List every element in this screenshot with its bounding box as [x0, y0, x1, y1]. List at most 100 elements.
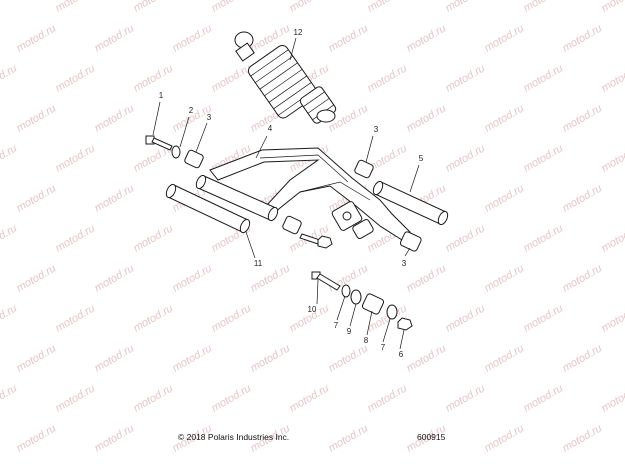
callout-6: 6	[399, 350, 404, 359]
watermark-text: motod.ru	[210, 302, 254, 334]
watermark-layer: motod.ru motod.ru motod.ru motod.ru motod.ru…	[0, 0, 625, 455]
watermark-text: motod.ru	[0, 62, 19, 94]
watermark-text: motod.ru	[15, 102, 59, 134]
watermark-text: motod.ru	[561, 422, 605, 454]
callout-9: 9	[347, 327, 352, 336]
watermark-text: motod.ru	[600, 62, 625, 94]
watermark-text: motod.ru	[600, 0, 625, 15]
watermark-text: motod.ru	[132, 62, 176, 94]
bolt-10	[311, 271, 341, 291]
watermark-text: motod.ru	[444, 62, 488, 94]
watermark-text: motod.ru	[561, 102, 605, 134]
washer-9	[350, 289, 362, 305]
watermark-text: motod.ru	[93, 22, 137, 54]
watermark-text: motod.ru	[444, 382, 488, 414]
watermark-text: motod.ru	[93, 422, 137, 454]
watermark-text: motod.ru	[483, 262, 527, 294]
watermark-text: motod.ru	[405, 22, 449, 54]
watermark-text: motod.ru	[93, 342, 137, 374]
watermark-text: motod.ru	[522, 222, 566, 254]
callout-7-left: 7	[334, 321, 339, 330]
watermark-text: motod.ru	[522, 62, 566, 94]
washer-7-left	[341, 284, 351, 298]
watermark-text: motod.ru	[93, 102, 137, 134]
watermark-text: motod.ru	[444, 302, 488, 334]
watermark-text: motod.ru	[15, 342, 59, 374]
watermark-text: motod.ru	[483, 182, 527, 214]
callout-labels: 1 2 3 4 3 5 11 12 10 7 9 8 7 6 3	[159, 28, 424, 359]
watermark-text: motod.ru	[288, 0, 332, 15]
callout-4: 4	[268, 124, 273, 133]
callout-11: 11	[254, 259, 263, 268]
watermark-text: motod.ru	[54, 382, 98, 414]
watermark-text: motod.ru	[444, 222, 488, 254]
watermark-text: motod.ru	[0, 0, 19, 15]
callout-2: 2	[189, 106, 194, 115]
washer-7-right	[386, 304, 398, 320]
spacer-8	[361, 293, 385, 315]
watermark-text: motod.ru	[15, 182, 59, 214]
watermark-text: motod.ru	[0, 382, 19, 414]
watermark-text: motod.ru	[15, 262, 59, 294]
callout-5: 5	[419, 154, 424, 163]
watermark-text: motod.ru	[93, 182, 137, 214]
watermark-text: motod.ru	[327, 342, 371, 374]
callout-3-upper-right: 3	[374, 125, 379, 134]
callout-12: 12	[294, 28, 303, 37]
watermark-text: motod.ru	[15, 22, 59, 54]
watermark-text: motod.ru	[483, 102, 527, 134]
watermark-text: motod.ru	[93, 262, 137, 294]
watermark-text: motod.ru	[483, 342, 527, 374]
watermark-text: motod.ru	[171, 262, 215, 294]
shaft-5	[372, 180, 449, 226]
bushing-3-lower-right	[399, 231, 422, 252]
watermark-text: motod.ru	[561, 22, 605, 54]
swing-arm	[209, 147, 411, 241]
watermark-text: motod.ru	[483, 22, 527, 54]
watermark-text: motod.ru	[0, 142, 19, 174]
watermark-text: motod.ru	[171, 342, 215, 374]
watermark-text: motod.ru	[600, 302, 625, 334]
watermark-text: motod.ru	[444, 142, 488, 174]
watermark-text: motod.ru	[0, 222, 19, 254]
watermark-text: motod.ru	[600, 382, 625, 414]
watermark-text: motod.ru	[366, 382, 410, 414]
callout-8: 8	[364, 336, 369, 345]
watermark-text: motod.ru	[405, 342, 449, 374]
watermark-text: motod.ru	[327, 22, 371, 54]
watermark-text: motod.ru	[522, 0, 566, 15]
watermark-text: motod.ru	[444, 0, 488, 15]
diagram-id: 600915	[417, 432, 446, 442]
watermark-text: motod.ru	[561, 182, 605, 214]
watermark-text: motod.ru	[171, 22, 215, 54]
callout-7-right: 7	[381, 343, 386, 352]
callout-1: 1	[159, 91, 164, 100]
watermark-text: motod.ru	[54, 222, 98, 254]
watermark-text: motod.ru	[522, 382, 566, 414]
center-bolt	[299, 233, 333, 249]
bushing-3-upper-right	[354, 159, 374, 179]
watermark-text: motod.ru	[561, 262, 605, 294]
watermark-text: motod.ru	[54, 142, 98, 174]
watermark-text: motod.ru	[405, 102, 449, 134]
watermark-text: motod.ru	[288, 382, 332, 414]
shaft-11	[165, 183, 251, 234]
watermark-text: motod.ru	[600, 142, 625, 174]
nut-6	[397, 317, 413, 331]
watermark-text: motod.ru	[132, 0, 176, 15]
watermark-text: motod.ru	[327, 422, 371, 454]
watermark-text: motod.ru	[405, 262, 449, 294]
callout-3-lower-right: 3	[402, 259, 407, 268]
watermark-text: motod.ru	[210, 0, 254, 15]
watermark-text: motod.ru	[54, 302, 98, 334]
watermark-text: motod.ru	[483, 422, 527, 454]
watermark-text: motod.ru	[54, 62, 98, 94]
leader-lines	[152, 37, 420, 350]
watermark-text: motod.ru	[366, 0, 410, 15]
watermark-text: motod.ru	[249, 342, 293, 374]
bolt-1	[145, 135, 173, 151]
copyright-text: © 2018 Polaris Industries Inc.	[178, 432, 289, 442]
watermark-text: motod.ru	[366, 62, 410, 94]
watermark-text: motod.ru	[15, 422, 59, 454]
